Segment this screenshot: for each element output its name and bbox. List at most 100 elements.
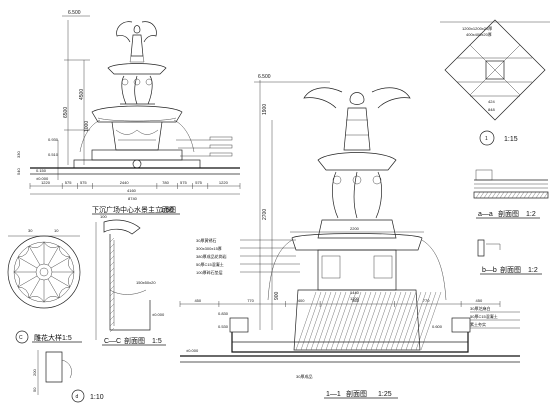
detail-1-marker-circle [479, 130, 495, 146]
detail-d-block [45, 351, 63, 383]
section-11-level-2: 0.530 [218, 324, 229, 329]
material-note-3: 380厚成品花岗岩 [196, 253, 227, 259]
base-step [91, 149, 183, 161]
section-callout-lines [240, 239, 300, 273]
section-11-vdim-2: 2700 [262, 209, 268, 220]
plan-spokes [13, 241, 75, 303]
section-11-vdim-1: 1900 [262, 104, 268, 115]
plan-detail-marker-circle [15, 330, 29, 344]
detail-1-top-dim-1: 1200x1200x20厚 [462, 26, 492, 31]
section-11-top-height: 6.500 [258, 74, 271, 80]
section-11-hdim-1: 450 [194, 298, 201, 303]
cc-hatch [109, 237, 115, 333]
elevation-total-width: 8740 [128, 196, 138, 201]
elevation-level-3: 0.150 [36, 168, 47, 173]
elevation-segment-5: 780 [162, 180, 169, 185]
section-11-mid-dim-1: 2200 [350, 226, 360, 231]
section-pedestal [293, 289, 421, 351]
plan-detail-title: 雕花大样 [34, 333, 62, 342]
elevation-segment-1: 1220 [41, 180, 51, 185]
elevation-level-1: 0.930 [48, 137, 59, 142]
detail-d-marker: d [76, 394, 79, 400]
section-11-hdim-4: 860 [352, 298, 359, 303]
elevation-height-3: 1000 [84, 121, 90, 132]
elevation-segment-7: 575 [195, 180, 202, 185]
cc-wall [109, 234, 151, 331]
right-note-2: 50厚C15混凝土 [470, 313, 498, 319]
section-main-bowl [291, 233, 423, 251]
water-jets [79, 119, 195, 153]
aa-marker: a—a [478, 211, 493, 218]
cc-scale: 1:5 [152, 338, 162, 345]
material-note-5: 100厚碎石垫层 [196, 269, 223, 275]
right-note-3: 素土夯实 [470, 321, 486, 327]
section-bb-view: b—b 剖面图 1:2 [477, 239, 542, 275]
cc-rim [103, 219, 141, 235]
section-11-level-3: 0.600 [432, 324, 443, 329]
bb-marker: b—b [482, 267, 497, 274]
detail-d-scale: 1:10 [90, 394, 104, 401]
elevation-title: 下沉广场中心水景主立面图 [92, 205, 176, 214]
elevation-segment-4: 2440 [120, 180, 130, 185]
section-water-arcs [267, 239, 447, 301]
section-aa-view: a—a 剖面图 1:2 [473, 169, 549, 219]
aa-hatch [475, 191, 549, 199]
elevation-view: 6.500 6500 4500 1000 0.930 0.510 0.150 ±… [16, 10, 241, 215]
cc-dim-1: 100 [100, 214, 107, 219]
section-11-bottom-note: 30厚成品 [296, 373, 312, 379]
section-upper-bowl [317, 152, 397, 171]
detail-1-bottom-dim-1: 424 [488, 99, 495, 104]
section-11-hdim-3: 400 [298, 298, 305, 303]
cc-title: 剖面图 [124, 336, 145, 345]
elevation-height-2: 4500 [79, 89, 85, 100]
section-11-title: 剖面图 [346, 389, 367, 398]
aa-scale: 1:2 [526, 211, 536, 218]
lower-basin [91, 105, 183, 123]
elevation-segment-6: 575 [180, 180, 187, 185]
angel-statue [116, 21, 157, 57]
elevation-side-dim-2: 540 [16, 168, 21, 175]
detail-1-marker: 1 [485, 136, 488, 142]
right-notes: 30厚芝麻白 50厚C15混凝土 素土夯实 [470, 305, 520, 329]
plan-detail-marker: C [19, 335, 23, 341]
material-note-1: 30厚黄锈石 [196, 237, 216, 243]
detail-1-view: 1200x1200x20厚 400x400x20厚 424 848 1 1:15 [440, 19, 550, 146]
cherub-group [120, 75, 155, 105]
plan-detail-dim-1: 30 [28, 228, 33, 233]
detail-1-diamond [444, 19, 546, 121]
cc-marker: C—C [104, 338, 121, 345]
aa-title: 剖面图 [498, 209, 519, 218]
section-11-scale: 1:25 [378, 391, 392, 398]
section-cc-view: 150x50x20 100 ±0.000 C—C 剖面图 1:5 [95, 214, 166, 346]
elevation-segment-3: 575 [80, 180, 87, 185]
elevation-scale: 1:50 [160, 207, 174, 214]
section-11-hdim-5: 770 [423, 298, 430, 303]
plan-detail-dim-2: 10 [54, 228, 59, 233]
plan-detail-scale: 1:5 [62, 335, 72, 342]
material-note-2: 300x300x15厚 [196, 246, 222, 251]
bb-title: 剖面图 [500, 265, 521, 274]
material-note-4: 50厚C15混凝土 [196, 261, 224, 267]
elevation-level-4: ±0.000 [36, 176, 49, 181]
elevation-middle-dim: 4160 [127, 188, 137, 193]
section-11-level-1: 0.830 [218, 311, 229, 316]
plan-detail-c: 30 10 C 雕花大样 1:5 [7, 228, 82, 344]
pedestal [111, 121, 163, 151]
cc-dim-2: 150x50x20 [136, 280, 156, 285]
detail-d-dim-1: 200 [32, 369, 37, 376]
right-note-1: 30厚芝麻白 [470, 305, 490, 311]
section-11-marker: 1—1 [326, 391, 341, 398]
section-cherubs [332, 171, 382, 219]
detail-1-center [485, 60, 505, 80]
detail-d-marker-circle [71, 389, 85, 403]
section-11-mid-dim-3: 1200 [350, 296, 360, 301]
detail-1-scale: 1:15 [504, 136, 518, 143]
elevation-top-height: 6.500 [68, 10, 81, 16]
section-11-view: 6.500 1900 2700 900 2200 1440 [179, 74, 520, 399]
detail-1-top-dim-2: 400x400x20厚 [466, 32, 492, 37]
bb-scale: 1:2 [528, 267, 538, 274]
